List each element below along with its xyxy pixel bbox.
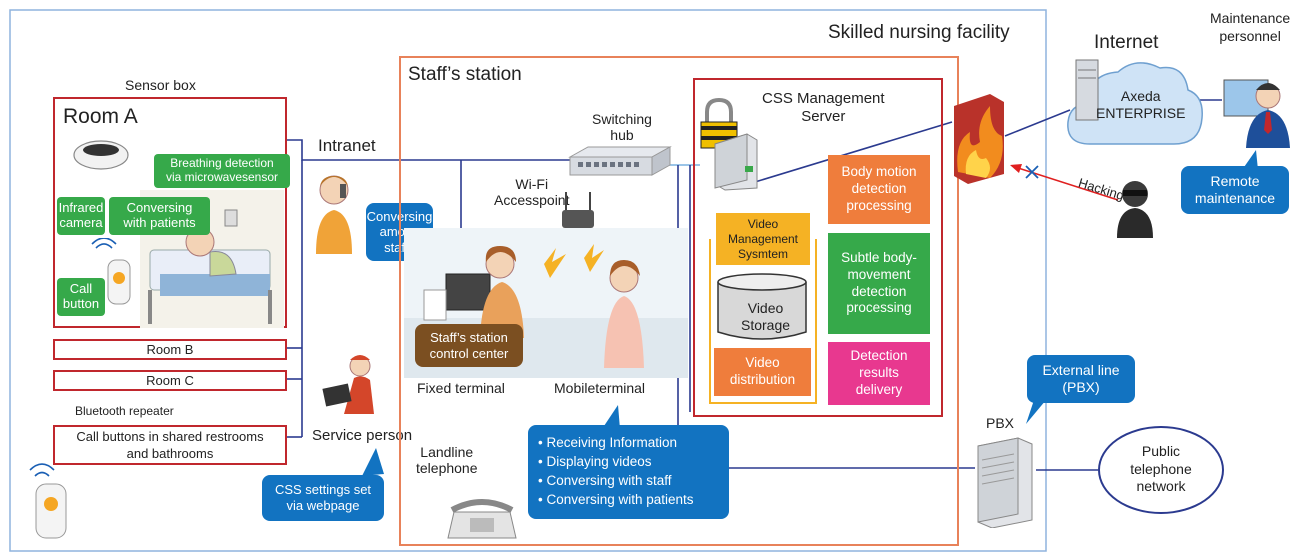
facility-border [9,9,1047,552]
control-center-badge: Staff’s station control center [415,324,523,367]
wifi-accesspoint-icon [562,192,594,228]
staff-station-title: Staff’s station [408,64,522,85]
hacking-arrow [1011,165,1119,201]
video-mgmt-frame [709,239,817,404]
conversing-patients-label: Conversing with patients [109,197,210,235]
server-lock-icon [700,97,758,191]
switching-hub-label: Switching hub [592,111,652,143]
mobile-feature-item: Conversing with staff [538,471,719,490]
css-settings-badge: CSS settings set via webpage [262,475,384,521]
staff-station-box [399,56,959,546]
room-c-box: Room C [53,370,287,391]
css-settings-badge-tail [362,448,384,476]
video-storage-icon [717,273,807,340]
mobile-feature-item: Displaying videos [538,452,719,471]
external-line-badge: External line (PBX) [1027,355,1135,403]
call-button-label: Call button [57,278,105,316]
firewall-to-cloud [1004,109,1071,137]
pbx-server-icon [977,437,1033,528]
subtle-body-box: Subtle body- movement detection processi… [828,233,930,334]
remote-maintenance-tail [1242,150,1258,170]
landline-telephone-icon [447,499,517,539]
mobile-terminal-label: Mobileterminal [554,380,646,396]
remote-maintenance-badge: Remote maintenance [1181,166,1289,214]
landline-label: Landline telephone [416,444,478,476]
mobile-features-badge-tail [602,405,620,429]
server-to-firewall [754,121,953,183]
internet-cloud-icon [1067,59,1203,145]
detection-results-box: Detection results delivery [828,342,930,405]
hacking-arrow-head [1010,164,1022,173]
call-button-icon [91,238,131,305]
facility-title: Skilled nursing facility [828,22,1010,43]
axeda-label: Axeda ENTERPRISE [1096,88,1186,121]
service-person-title: Service person [312,427,413,444]
room-a-title: Room A [63,105,138,128]
mobile-features-badge: Receiving Information Displaying videos … [528,425,729,519]
maintenance-title: Maintenance personnel [1210,10,1291,44]
public-network-ellipse [1098,426,1224,514]
public-network-label: Public telephone network [1130,443,1192,494]
breathing-detection-label: Breathing detection via microwavesensor [154,154,290,188]
css-server-title: CSS Management Server [762,90,885,125]
sensor-device-icon [73,140,129,170]
intranet-label: Intranet [318,136,376,155]
mobile-feature-item: Conversing with patients [538,490,719,509]
sensor-box-title: Sensor box [125,77,196,93]
room-b-box: Room B [53,339,287,360]
maintenance-person-icon [1223,79,1290,148]
block-x-icon [1025,165,1039,179]
external-line-tail [1026,400,1046,424]
video-storage-label: Video Storage [741,300,791,333]
staff-phone-illustration [316,175,352,254]
service-person-illustration [322,355,374,414]
infrared-camera-label: Infrared camera [57,197,105,235]
pbx-title: PBX [986,415,1015,431]
css-server-box [693,78,943,417]
video-mgmt-label: Video Management Sysmtem [716,213,810,265]
bluetooth-repeater-icon [29,463,67,539]
switching-hub-icon [568,146,672,176]
body-motion-box: Body motion detection processing [828,155,930,224]
fixed-terminal-label: Fixed terminal [417,380,505,396]
shared-restrooms-box: Call buttons in shared restrooms and bat… [53,425,287,465]
hacker-icon [1117,181,1153,238]
internet-title: Internet [1094,32,1159,53]
firewall-icon [954,94,1004,184]
bluetooth-repeater-label: Bluetooth repeater [75,404,174,418]
mobile-feature-item: Receiving Information [538,433,719,452]
wifi-label: Wi-Fi Accesspoint [494,176,570,208]
video-distribution-box: Video distribution [714,348,811,396]
